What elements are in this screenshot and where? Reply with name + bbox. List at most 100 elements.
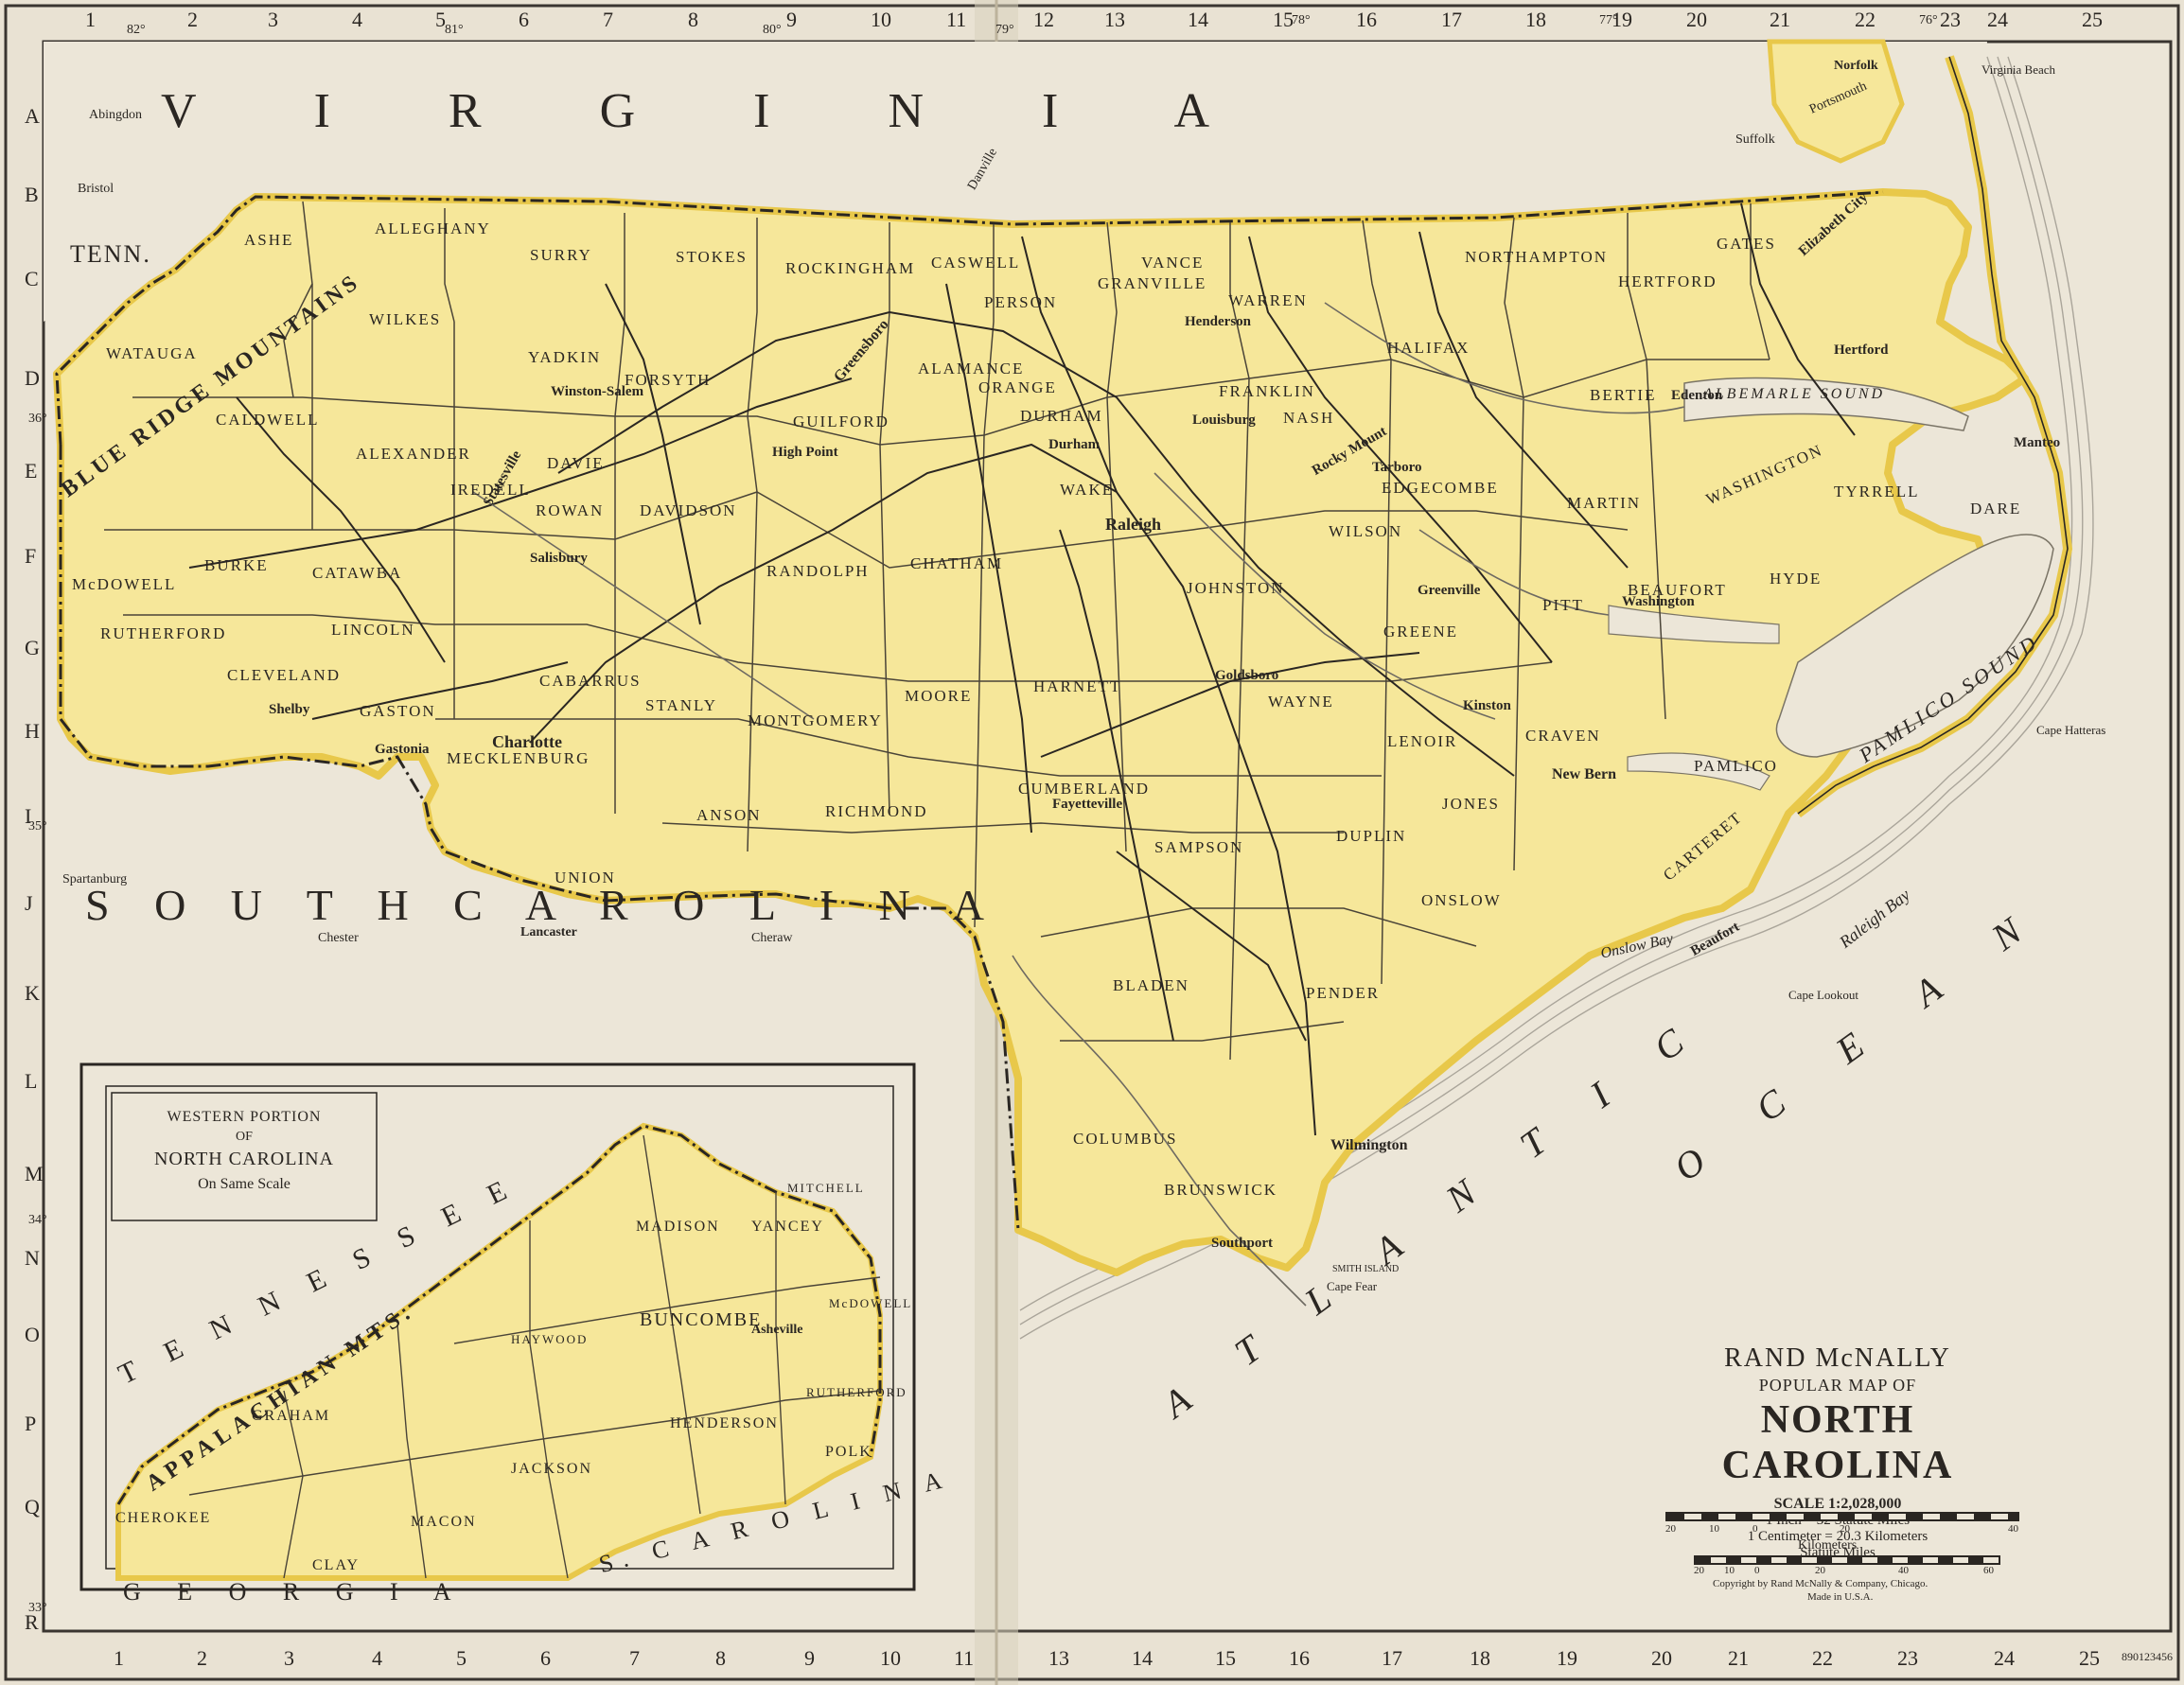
inset-county-label: BUNCOMBE [640, 1309, 763, 1330]
place-virginia-beach: Virginia Beach [1981, 62, 2056, 77]
city-shelby: Shelby [269, 702, 310, 717]
county-label: IREDELL [450, 481, 531, 499]
county-label: HARNETT [1033, 677, 1122, 695]
county-label: PAMLICO [1694, 757, 1778, 775]
grid-col-label: 6 [540, 1646, 551, 1670]
county-label: CUMBERLAND [1018, 780, 1151, 798]
inset-region-georgia: G E O R G I A [123, 1578, 467, 1606]
km-tick: 20 [1815, 1565, 1825, 1576]
county-label: JOHNSTON [1187, 579, 1285, 597]
county-label: MONTGOMERY [748, 711, 883, 729]
lon-label: 78° [1292, 13, 1311, 27]
county-label: ROWAN [536, 501, 605, 519]
county-label: FORSYTH [625, 371, 712, 389]
county-label: JONES [1442, 795, 1501, 813]
grid-col-label: 11 [954, 1646, 975, 1670]
grid-row-label: I [25, 804, 32, 828]
county-label: CALDWELL [216, 411, 320, 429]
county-label: PERSON [984, 293, 1058, 311]
inset-county-label: McDOWELL [829, 1296, 913, 1310]
lon-label: 77° [1599, 13, 1618, 27]
city-manteo: Manteo [2014, 435, 2061, 450]
inset-county-label: YANCEY [751, 1219, 824, 1235]
grid-col-label: 25 [2082, 8, 2103, 31]
county-label: BURKE [204, 556, 269, 574]
county-label: MOORE [905, 687, 973, 705]
km-tick: 0 [1754, 1565, 1760, 1576]
landmark-smith-island: SMITH ISLAND [1332, 1264, 1400, 1274]
county-label: DURHAM [1020, 407, 1103, 425]
place-spartanburg: Spartanburg [62, 872, 128, 886]
grid-col-label: 2 [197, 1646, 207, 1670]
county-label: ROCKINGHAM [785, 259, 916, 277]
inset-region-carolina: S. C A R O L I N A [596, 1464, 954, 1579]
county-label: DAVIE [547, 454, 605, 472]
city-charlotte: Charlotte [492, 732, 562, 751]
county-label: GATES [1717, 235, 1776, 253]
city-salisbury: Salisbury [530, 551, 588, 566]
city-louisburg: Louisburg [1192, 412, 1256, 428]
km-tick: 40 [1898, 1565, 1909, 1576]
county-label: PENDER [1306, 984, 1381, 1002]
county-label: WATAUGA [106, 344, 198, 362]
grid-labels-top: 1 2 3 4 5 6 7 8 9 10 11 12 13 14 15 16 1… [0, 8, 2184, 36]
grid-row-label: Q [25, 1495, 40, 1518]
county-label: WAKE [1060, 481, 1115, 499]
pamlico-sound [1775, 534, 2054, 758]
city-washington: Washington [1622, 594, 1695, 609]
grid-row-label: A [25, 104, 40, 128]
place-suffolk: Suffolk [1735, 132, 1775, 147]
inset-title-3: NORTH CAROLINA [153, 1149, 334, 1169]
km-label: Kilometers [1798, 1538, 1858, 1553]
grid-col-label: 5 [456, 1646, 467, 1670]
grid-row-label: J [25, 891, 33, 915]
county-label: WAYNE [1268, 693, 1334, 711]
grid-col-label: 9 [786, 8, 797, 31]
title-block: RAND McNALLY POPULAR MAP OF NORTH CAROLI… [1648, 1343, 2027, 1561]
city-raleigh: Raleigh [1105, 515, 1162, 534]
grid-col-label: 7 [603, 8, 613, 31]
county-label: COLUMBUS [1073, 1130, 1178, 1148]
grid-col-label: 14 [1188, 8, 1208, 31]
made-in-line: Made in U.S.A. [1807, 1591, 1874, 1603]
title-scale: SCALE 1:2,028,000 [1773, 1496, 1902, 1512]
lon-label: 79° [995, 23, 1014, 37]
county-label: DAVIDSON [640, 501, 737, 519]
grid-col-label: 19 [1557, 1646, 1577, 1670]
county-label: MECKLENBURG [447, 749, 590, 767]
km-tick: 10 [1724, 1565, 1735, 1576]
region-albemarle-sound: ALBEMARLE SOUND [1703, 386, 1886, 402]
region-tennessee: TENN. [70, 240, 151, 268]
city-goldsboro: Goldsboro [1215, 668, 1279, 683]
title-publisher: RAND McNALLY [1724, 1343, 1951, 1373]
inset-county-label: MACON [411, 1514, 477, 1530]
county-label: BLADEN [1113, 976, 1189, 994]
city-fayetteville: Fayetteville [1052, 797, 1123, 812]
lon-label: 82° [127, 23, 146, 37]
grid-col-label: 16 [1289, 1646, 1310, 1670]
miles-tick: 10 [1709, 1523, 1719, 1535]
inset-county-label: HENDERSON [670, 1415, 779, 1431]
city-edenton: Edenton [1671, 388, 1723, 403]
county-label: CRAVEN [1525, 727, 1601, 745]
county-label: WARREN [1228, 291, 1308, 309]
region-south-carolina: S O U T H C A R O L I N A [85, 881, 1002, 929]
city-greenville: Greenville [1418, 583, 1481, 598]
city-asheville-main: Asheville [751, 1323, 803, 1337]
city-high-point: High Point [772, 445, 838, 460]
lon-label: 80° [763, 23, 782, 37]
grid-col-label: 2 [187, 8, 198, 31]
lon-label: 81° [445, 23, 464, 37]
grid-row-label: D [25, 366, 40, 390]
city-henderson: Henderson [1185, 314, 1252, 329]
county-label: HERTFORD [1618, 272, 1717, 290]
grid-col-label: 17 [1382, 1646, 1402, 1670]
county-label: MARTIN [1567, 494, 1642, 512]
county-label: ALAMANCE [918, 360, 1025, 377]
grid-row-label: F [25, 544, 37, 568]
rivers [472, 302, 1685, 1307]
title-name: NORTH CAROLINA [1721, 1398, 1954, 1487]
county-label: BERTIE [1590, 386, 1657, 404]
copyright-line: Copyright by Rand McNally & Company, Chi… [1713, 1578, 1929, 1589]
